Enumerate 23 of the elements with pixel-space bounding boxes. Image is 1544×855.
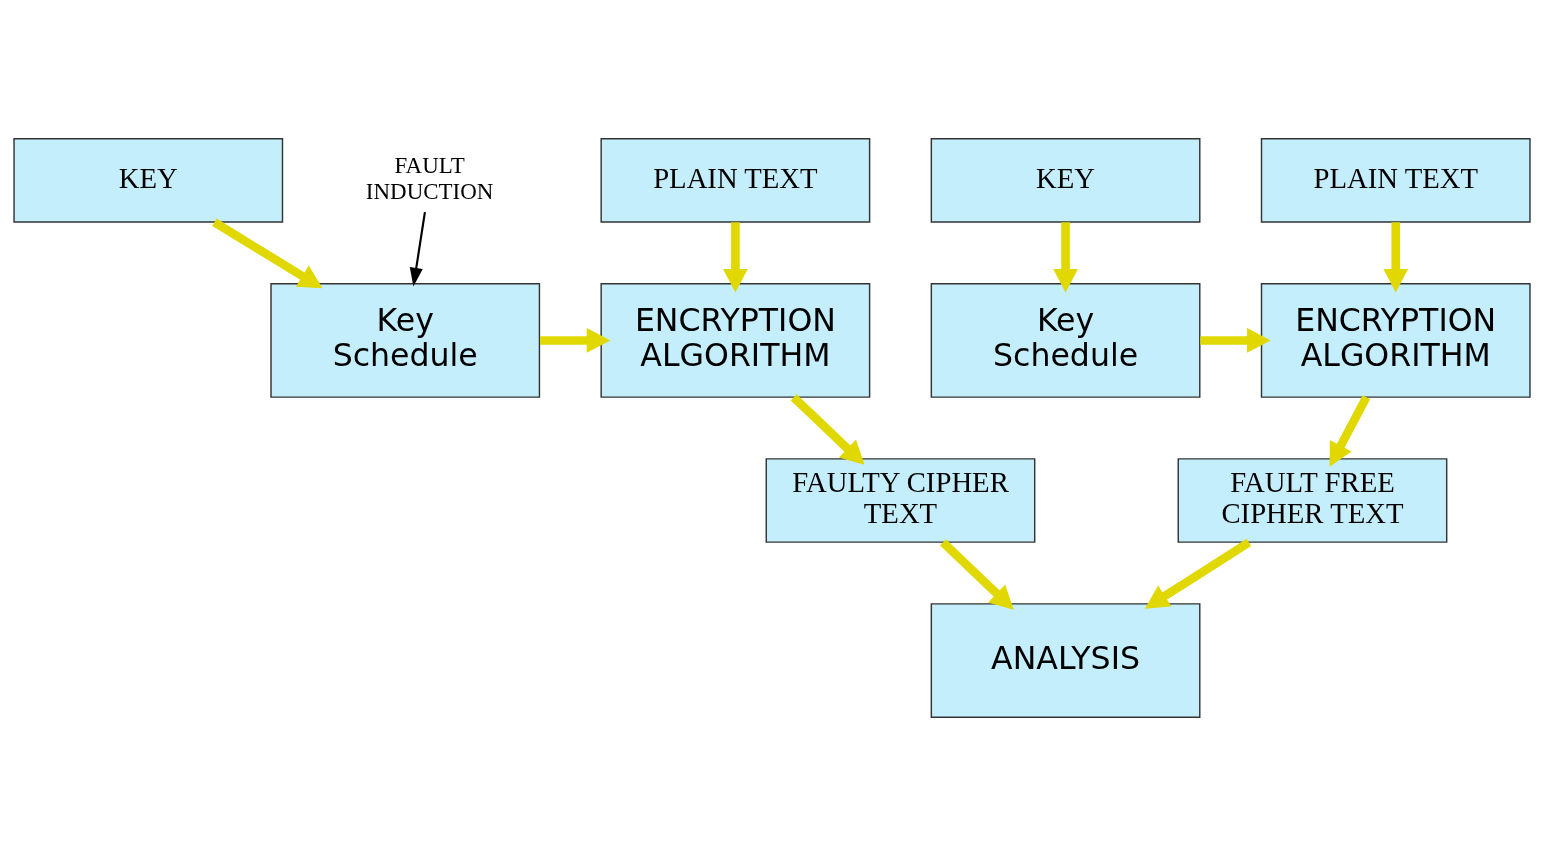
node-box: ENCRYPTION ALGORITHM <box>600 282 871 398</box>
arrow <box>1144 538 1252 609</box>
node-box: PLAIN TEXT <box>600 137 871 223</box>
node-box: ANALYSIS <box>930 602 1201 718</box>
arrow <box>540 327 611 353</box>
arrow <box>409 211 426 287</box>
node-box: FAULT FREE CIPHER TEXT <box>1177 457 1448 543</box>
arrow <box>212 218 323 288</box>
node-box: Key Schedule <box>930 282 1201 398</box>
node-box: Key Schedule <box>270 282 541 398</box>
node-box: KEY <box>930 137 1201 223</box>
node-box: PLAIN TEXT <box>1260 137 1531 223</box>
node-box: FAULTY CIPHER TEXT <box>765 457 1036 543</box>
arrow <box>1200 327 1271 353</box>
node-box: ENCRYPTION ALGORITHM <box>1260 282 1531 398</box>
node-box: KEY <box>13 137 284 223</box>
arrow <box>940 538 1014 610</box>
arrow <box>1329 394 1371 467</box>
arrow <box>1383 221 1409 293</box>
arrow <box>790 393 865 465</box>
arrow <box>1053 221 1078 293</box>
arrow <box>723 221 748 293</box>
node-text: FAULT INDUCTION <box>365 152 494 204</box>
